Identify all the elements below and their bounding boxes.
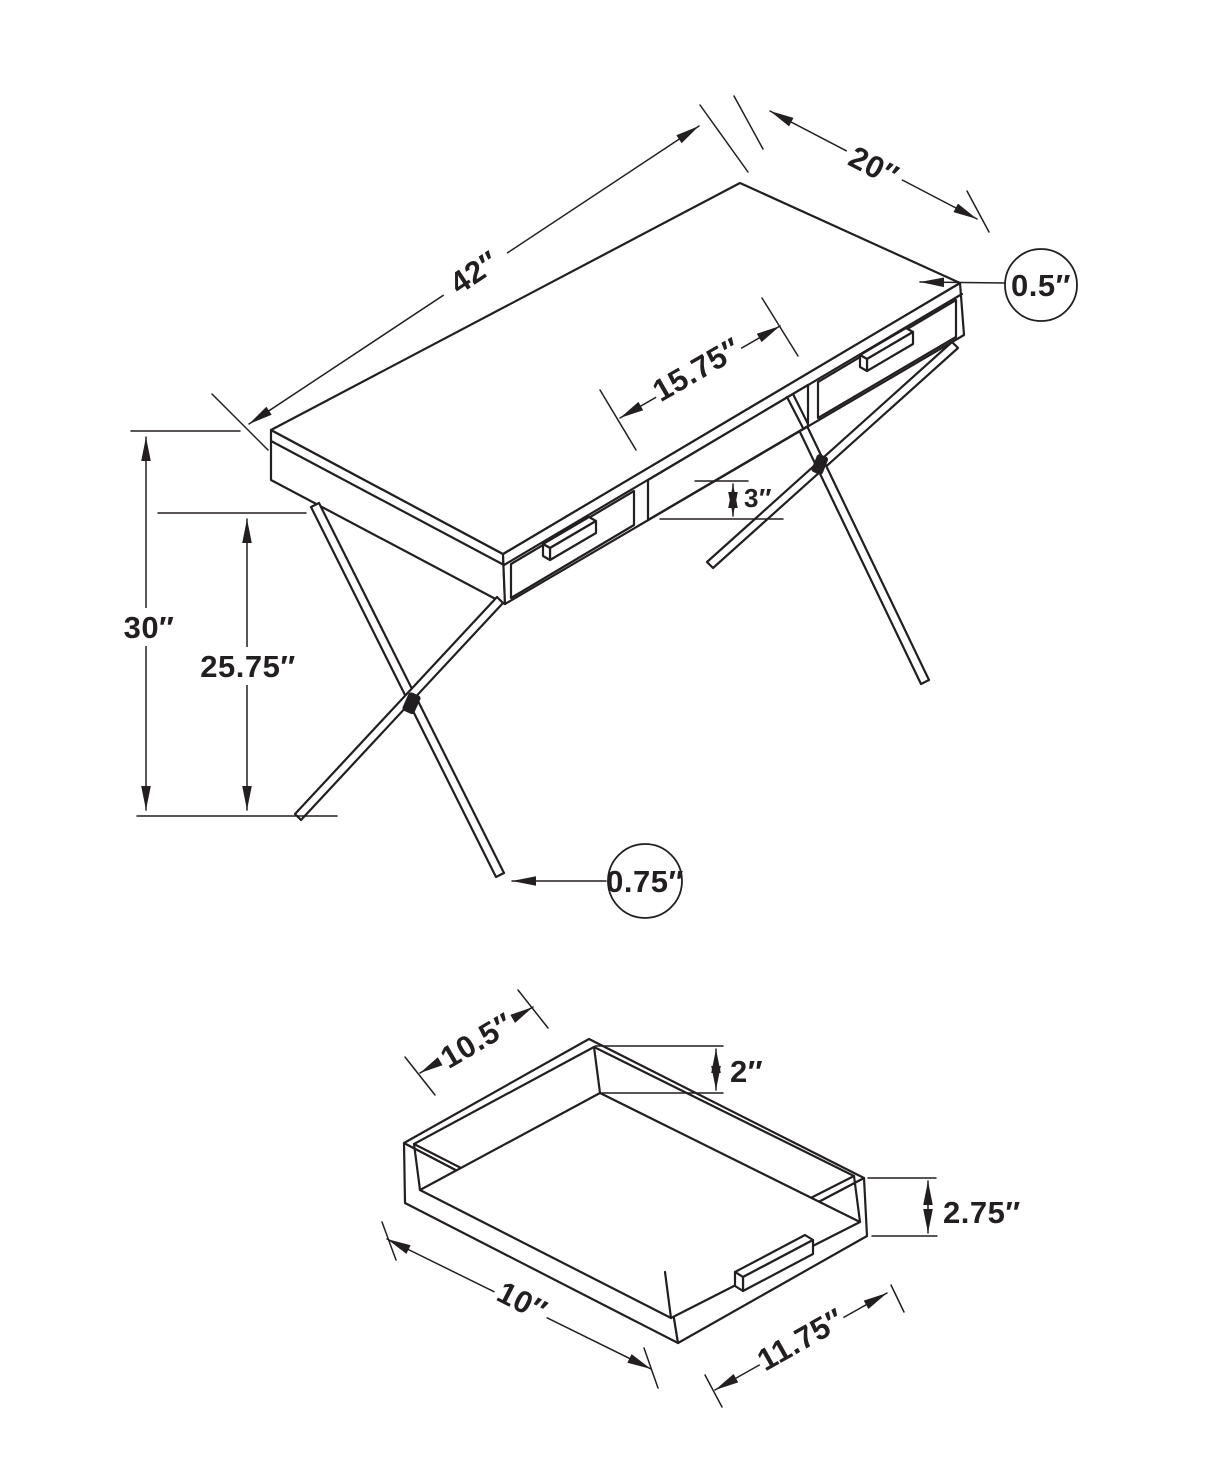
desk-left-leg xyxy=(293,501,506,879)
drawer-box xyxy=(402,1037,869,1345)
callout-leg-tube: 0.75″ xyxy=(511,843,684,919)
dim-drawer-height: 2.75″ xyxy=(867,1177,1021,1237)
dim-label-drawer-interior-length: 10.5″ xyxy=(434,1006,519,1076)
dim-label-top-thickness: 0.5″ xyxy=(1011,268,1071,303)
desk-right-drawer-handle xyxy=(858,326,915,373)
dim-drawer-interior-depth: 2″ xyxy=(594,1045,763,1094)
dim-label-leg-tube: 0.75″ xyxy=(606,864,684,899)
drawer-dimensions: 10.5″ 2″ 2.75″ xyxy=(381,989,1021,1408)
callout-top-thickness: 0.5″ xyxy=(919,248,1078,322)
dim-label-drawer-interior-depth: 2″ xyxy=(730,1054,763,1089)
desk-isometric-view: 42″ 20″ 0.5″ xyxy=(116,95,1078,919)
drawer-detail-view: 10.5″ 2″ 2.75″ xyxy=(381,989,1021,1408)
dim-label-overall-height: 30″ xyxy=(124,610,175,645)
dim-opening-height: 3″ xyxy=(659,480,784,520)
dim-clearance: 25.75″ xyxy=(157,512,307,811)
desk-left-drawer-handle xyxy=(541,515,598,562)
dim-label-clearance: 25.75″ xyxy=(200,649,295,684)
dim-label-drawer-height: 2.75″ xyxy=(943,1195,1021,1230)
dim-label-drawer-front-width: 11.75″ xyxy=(751,1301,850,1378)
dim-overall-height: 30″ xyxy=(116,430,338,817)
dim-label-opening-height: 3″ xyxy=(744,483,772,513)
drawer-handle xyxy=(733,1233,815,1293)
